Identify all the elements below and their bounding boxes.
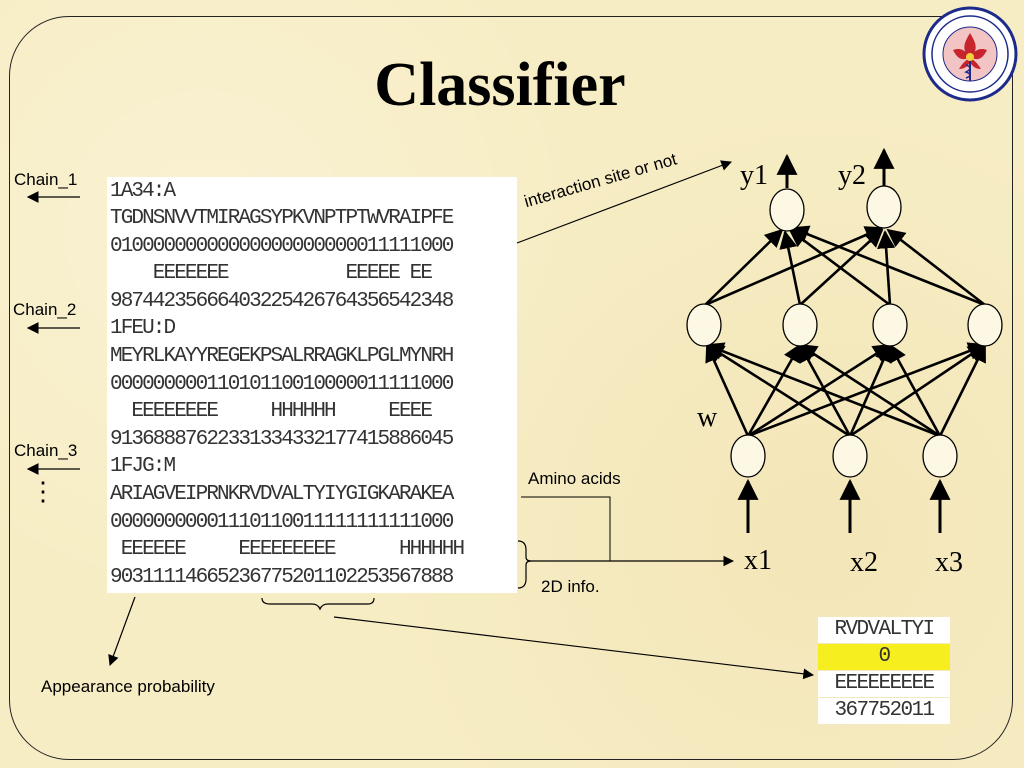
2d-info-brace <box>517 540 532 589</box>
sequence-line: EEEEEEE EEEEE EE <box>110 262 433 285</box>
weight-label: w <box>697 402 718 433</box>
sequence-line: 00000000011010110010000011111000 <box>110 373 454 396</box>
sequence-line: TGDNSNVVTMIRAGSYPKVNPTPTWVRAIPFE <box>110 207 454 230</box>
hidden-node <box>872 303 908 347</box>
output-node-y1 <box>769 188 805 232</box>
hidden-node <box>967 303 1003 347</box>
edge <box>888 343 942 437</box>
hidden-node <box>782 303 818 347</box>
slide-title: Classifier <box>374 51 626 119</box>
edge <box>704 228 784 306</box>
input-node-x3 <box>922 434 958 478</box>
zoom-sequence: RVDVALTYI <box>818 617 950 643</box>
zoom-interaction: 0 <box>818 644 950 670</box>
edge <box>788 228 891 307</box>
interaction-arrow <box>516 160 733 244</box>
edge <box>705 343 851 438</box>
neural-network <box>704 147 987 533</box>
edge <box>747 343 892 438</box>
edge <box>704 226 884 307</box>
chain-3-label: Chain_3 <box>14 441 78 460</box>
sequence-line: 91368887622331334332177415886045 <box>110 428 454 451</box>
edge <box>747 342 987 438</box>
edge <box>790 225 986 307</box>
sequence-line: 1FEU:D <box>110 317 176 340</box>
window-brace <box>261 597 375 611</box>
input-x2-label: x2 <box>850 547 878 578</box>
nodes <box>686 185 1003 478</box>
amino-acids-connector <box>521 496 611 561</box>
chain-2-label: Chain_2 <box>13 300 77 319</box>
edge <box>798 343 941 438</box>
chain-1-label: Chain_1 <box>14 170 78 189</box>
output-node-y2 <box>866 185 902 229</box>
sequence-line: 90311114665236775201102253567888 <box>110 566 454 589</box>
output-y1-label: y1 <box>740 160 768 191</box>
edge <box>938 343 987 437</box>
university-seal-logo <box>922 6 1018 102</box>
output-y2-label: y2 <box>838 160 866 191</box>
ellipsis-label: ⋮ <box>30 476 56 506</box>
zoom-probability: 367752011 <box>818 698 950 724</box>
sequence-panel <box>107 177 517 593</box>
hidden-node <box>686 303 722 347</box>
amino-acids-label: Amino acids <box>528 469 621 488</box>
edge <box>886 228 986 307</box>
sequence-line: 1FJG:M <box>110 455 176 478</box>
sequence-line: MEYRLKAYYREGEKPSALRRAGKLPGLMYNRH <box>110 345 454 368</box>
zoom-arrow <box>333 616 815 680</box>
slide-frame <box>9 16 1013 760</box>
appearance-arrow <box>108 596 136 667</box>
sequence-line: EEEEEEEE HHHHHH EEEE <box>110 400 433 423</box>
appearance-probability-label: Appearance probability <box>41 677 215 696</box>
sequence-line: 98744235666403225426764356542348 <box>110 290 454 313</box>
sequence-line: EEEEEE EEEEEEEEE HHHHHH <box>110 538 465 561</box>
sequence-line: ARIAGVEIPRNKRVDVALTYIYGIGKARAKEA <box>110 483 454 506</box>
sequence-line: 01000000000000000000000011111000 <box>110 235 454 258</box>
2d-info-label: 2D info. <box>541 577 600 596</box>
edge <box>705 342 941 438</box>
edge <box>849 343 987 438</box>
input-node-x1 <box>730 434 766 478</box>
edge <box>746 343 802 437</box>
input-x1-label: x1 <box>744 545 772 576</box>
zoom-structure: EEEEEEEEE <box>818 671 950 697</box>
edge <box>779 230 802 306</box>
sequence-line: 00000000001110110011111111111000 <box>110 511 454 534</box>
input-x3-label: x3 <box>935 547 963 578</box>
input-node-x2 <box>832 434 868 478</box>
edge <box>877 230 896 306</box>
sequence-line: 1A34:A <box>110 180 176 203</box>
